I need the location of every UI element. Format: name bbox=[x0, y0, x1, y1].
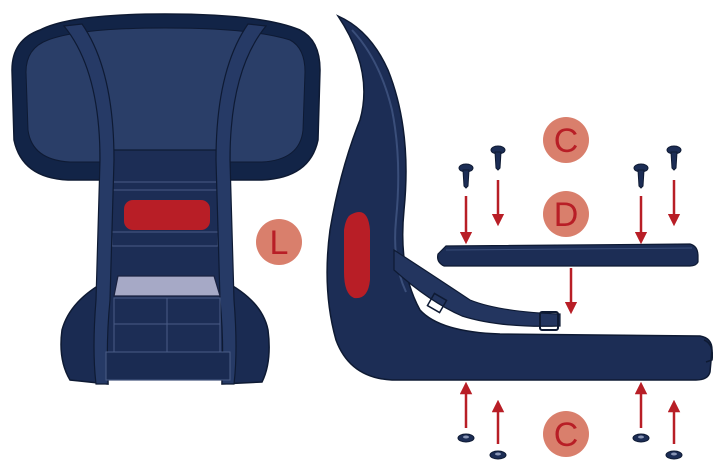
label-L: L bbox=[256, 219, 302, 265]
headrest-inner bbox=[26, 28, 305, 162]
push-rivet-icon bbox=[491, 146, 505, 170]
washer-icon bbox=[633, 434, 649, 442]
label-D: D bbox=[543, 191, 589, 237]
label-D-text: D bbox=[554, 196, 579, 234]
push-rivet-icon bbox=[459, 164, 473, 188]
washer-icon bbox=[490, 451, 506, 459]
label-C-bottom: C bbox=[543, 411, 589, 457]
gray-seat-plate bbox=[114, 276, 220, 296]
label-C-top-text: C bbox=[554, 122, 579, 160]
label-C-bottom-text: C bbox=[554, 416, 579, 454]
seat-base bbox=[106, 352, 230, 380]
seat-back-front-view bbox=[12, 14, 320, 384]
washer-icon bbox=[666, 451, 682, 459]
washer-icon bbox=[458, 434, 474, 442]
red-back-pad bbox=[124, 200, 210, 230]
red-side-pad bbox=[344, 212, 370, 298]
seat-plate-D bbox=[438, 244, 698, 266]
label-C-top: C bbox=[543, 117, 589, 163]
label-L-text: L bbox=[270, 224, 289, 262]
push-rivet-icon bbox=[634, 164, 648, 188]
seat-side-view bbox=[327, 16, 712, 380]
push-rivet-icon bbox=[667, 146, 681, 170]
